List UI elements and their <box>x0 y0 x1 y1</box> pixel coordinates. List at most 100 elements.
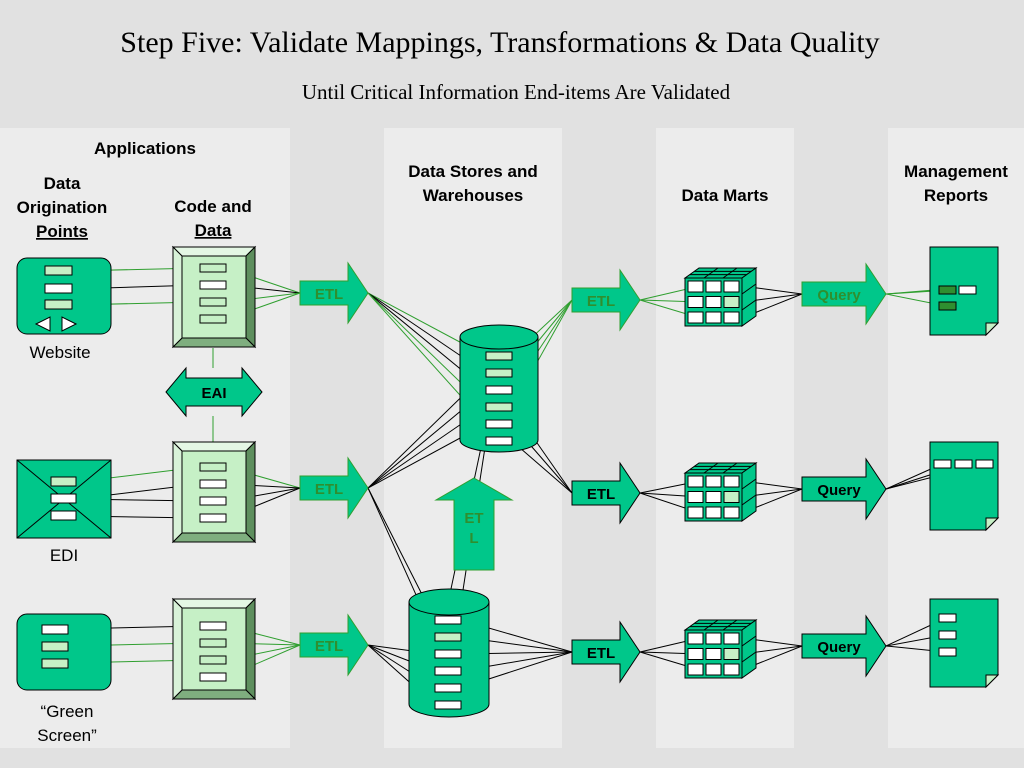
green-screen-field <box>41 658 69 669</box>
etl-label: ETL <box>587 645 615 662</box>
cube-side-face <box>741 267 757 327</box>
header-stores-line1: Data Stores and <box>408 162 537 181</box>
etl-up-label-line1: ET <box>464 510 483 527</box>
etl-label: ETL <box>315 481 343 498</box>
website-box <box>16 257 112 335</box>
header-code-line1: Code and <box>174 197 251 216</box>
header-reports-line1: Management <box>904 162 1008 181</box>
website-label: Website <box>29 343 90 362</box>
header-data-marts: Data Marts <box>682 186 769 205</box>
cube-cell <box>705 648 722 660</box>
header-code-line2: Data <box>195 221 232 240</box>
etl-label: ETL <box>587 293 615 310</box>
edi-label: EDI <box>50 546 78 565</box>
cube-cell <box>687 491 704 503</box>
header-origination-line3: Points <box>36 222 88 241</box>
eai-double-arrow: EAI <box>165 366 263 418</box>
report-document-2 <box>929 441 1000 532</box>
cube-cell <box>723 491 740 503</box>
cube-cell <box>723 632 740 645</box>
etl-up-arrow: ET L <box>434 477 514 571</box>
etl-arrow-3: ETL <box>299 613 369 677</box>
etl-arrow-5: ETL <box>571 461 641 525</box>
website-source: Website <box>16 257 112 362</box>
edi-field <box>50 510 77 521</box>
header-origination-line2: Origination <box>17 198 108 217</box>
data-mart-cube-2 <box>683 462 758 522</box>
eai-label: EAI <box>201 385 226 402</box>
etl-arrow-1: ETL <box>299 261 369 325</box>
green-screen-field <box>41 624 69 635</box>
warehouse-cylinder-bottom <box>408 588 490 718</box>
cube-cell <box>705 506 722 519</box>
cube-cell <box>723 280 740 293</box>
data-mart-cube-3 <box>683 619 758 679</box>
cube-cell <box>687 663 704 676</box>
column-headers: Applications Data Origination Points Cod… <box>17 139 1009 241</box>
warehouse-cylinder-top <box>459 324 539 453</box>
cube-side-face <box>741 462 757 522</box>
cube-cell <box>723 648 740 660</box>
back-arrow-icon <box>34 316 51 332</box>
green-screen-label-line1: “Green <box>41 702 94 721</box>
query-arrow-1: Query <box>801 262 887 326</box>
green-screen-label-line2: Screen” <box>37 726 97 745</box>
header-reports-line2: Reports <box>924 186 988 205</box>
etl-label: ETL <box>315 638 343 655</box>
cube-cell <box>687 311 704 324</box>
cube-cell <box>723 296 740 308</box>
green-screen-box <box>16 613 112 691</box>
edi-source: EDI <box>16 459 112 565</box>
etl-up-label-line2: L <box>469 530 478 547</box>
edi-field <box>50 476 77 487</box>
website-field <box>44 299 73 310</box>
code-data-box-2 <box>171 440 257 544</box>
etl-arrow-2: ETL <box>299 456 369 520</box>
query-arrow-3: Query <box>801 614 887 678</box>
report-document-1 <box>929 246 1000 337</box>
etl-arrow-4: ETL <box>571 268 641 332</box>
cube-cell <box>687 506 704 519</box>
cube-cell <box>723 506 740 519</box>
cube-cell <box>687 475 704 488</box>
code-data-box-3 <box>171 597 257 701</box>
query-arrow-2: Query <box>801 457 887 521</box>
etl-label: ETL <box>587 486 615 503</box>
website-field <box>44 283 73 294</box>
cube-cell <box>723 311 740 324</box>
header-stores-line2: Warehouses <box>423 186 523 205</box>
website-field <box>44 265 73 276</box>
cube-side-face <box>741 619 757 679</box>
cube-cell <box>705 632 722 645</box>
query-label: Query <box>817 639 861 656</box>
cube-cell <box>705 296 722 308</box>
cube-cell <box>723 475 740 488</box>
code-data-box-1 <box>171 245 257 349</box>
cube-cell <box>687 296 704 308</box>
header-applications: Applications <box>94 139 196 158</box>
cube-cell <box>705 280 722 293</box>
report-document-3 <box>929 598 1000 689</box>
forward-arrow-icon <box>61 316 78 332</box>
edi-field <box>50 493 77 504</box>
data-mart-cube-1 <box>683 267 758 327</box>
etl-label: ETL <box>315 286 343 303</box>
page-title: Step Five: Validate Mappings, Transforma… <box>120 26 879 59</box>
green-screen-field <box>41 641 69 652</box>
cube-cell <box>687 632 704 645</box>
cube-cell <box>705 475 722 488</box>
page-subtitle: Until Critical Information End-items Are… <box>302 80 731 104</box>
query-label: Query <box>817 482 861 499</box>
green-screen-source: “Green Screen” <box>16 613 112 745</box>
cube-cell <box>687 648 704 660</box>
cube-cell <box>723 663 740 676</box>
cube-cell <box>705 663 722 676</box>
query-label: Query <box>817 287 861 304</box>
cube-cell <box>687 280 704 293</box>
etl-arrow-6: ETL <box>571 620 641 684</box>
cube-cell <box>705 311 722 324</box>
header-origination-line1: Data <box>44 174 81 193</box>
cube-cell <box>705 491 722 503</box>
